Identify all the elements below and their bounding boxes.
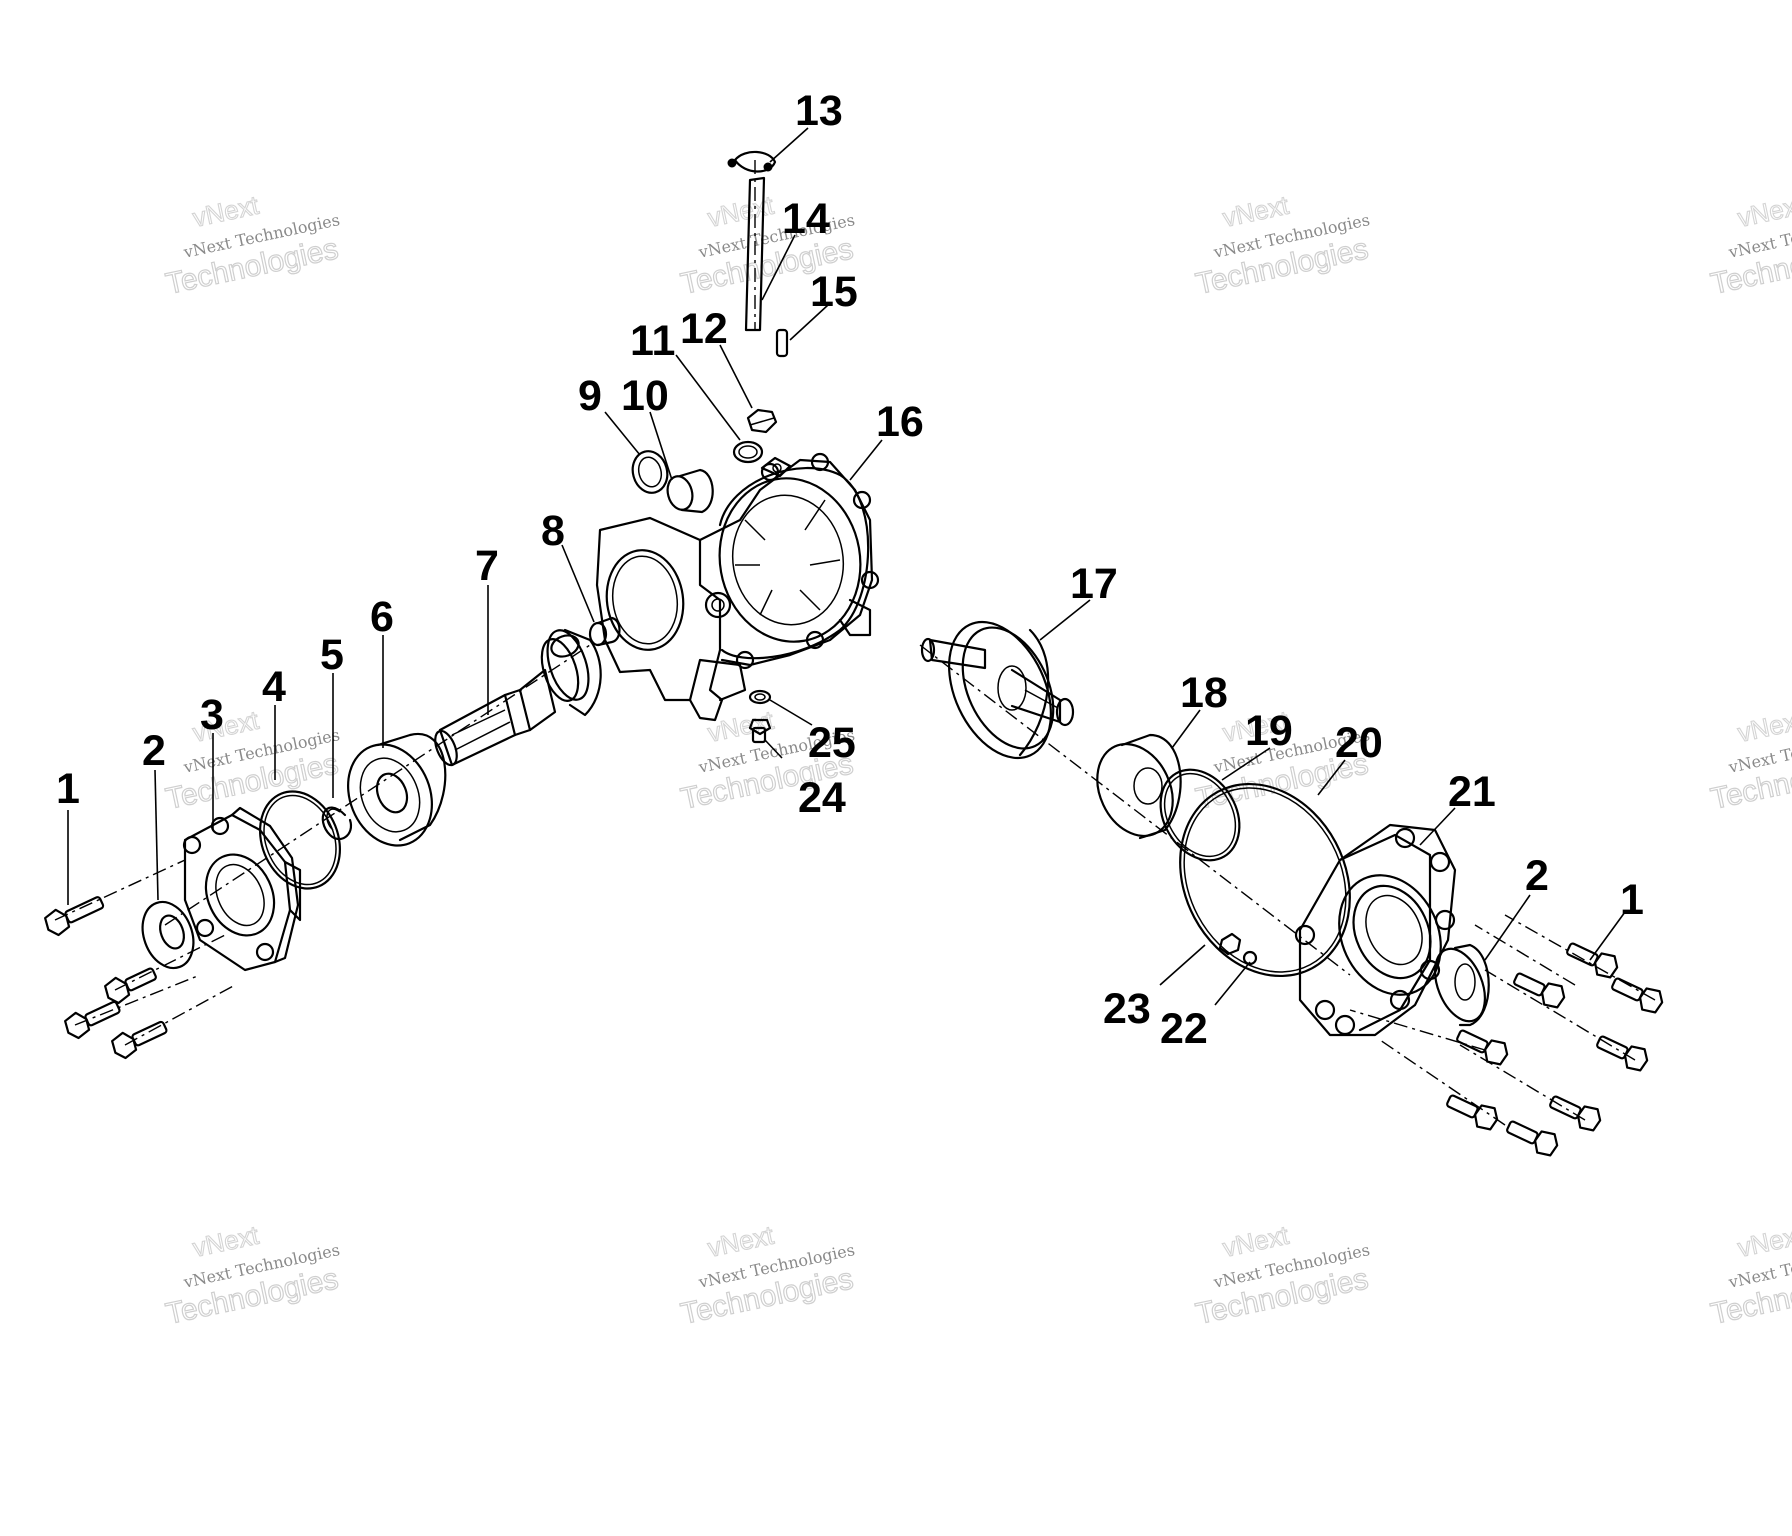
check-washer-25 (748, 689, 772, 705)
right-bolt-set (1446, 942, 1664, 1157)
leader-lines (67, 127, 1626, 1006)
left-oil-seal (141, 900, 195, 970)
breather-clamp (727, 150, 777, 173)
bushing-seal-9 (631, 450, 669, 494)
snap-ring (321, 806, 353, 841)
callout-2-right: 2 (1525, 852, 1549, 900)
assembly-centerlines (54, 160, 1656, 1126)
sealing-washer-11 (732, 440, 764, 464)
callout-1-right: 1 (1620, 876, 1644, 924)
svg-text:vNext: vNext (1735, 705, 1792, 748)
o-ring-20 (1179, 782, 1351, 978)
watermark: vNext vNext Technologies Technologies (1707, 704, 1792, 816)
bolt-icon (64, 1000, 121, 1040)
drain-plug-12 (746, 408, 778, 434)
bolt-icon (1596, 1035, 1649, 1072)
breather-hose (744, 176, 766, 332)
callout-22: 22 (1160, 1005, 1208, 1053)
svg-text:vNext: vNext (1220, 1220, 1292, 1263)
callout-23: 23 (1103, 985, 1151, 1033)
callout-19: 19 (1245, 707, 1293, 755)
svg-text:vNext: vNext (705, 1220, 777, 1263)
right-oil-seal (1434, 943, 1490, 1027)
callout-13: 13 (795, 87, 843, 135)
watermark: vNext vNext Technologies Technologies (1707, 189, 1792, 301)
callout-6: 6 (370, 593, 394, 641)
callout-10: 10 (621, 372, 669, 420)
callout-14: 14 (782, 195, 830, 243)
callout-20: 20 (1335, 719, 1383, 767)
bolt-icon (1456, 1029, 1509, 1066)
dowel-pin (588, 616, 621, 647)
bolt-icon (111, 1020, 168, 1060)
bolt-icon (1549, 1095, 1602, 1132)
gear-case-housing (595, 452, 880, 722)
left-bolt-set (44, 896, 168, 1060)
callout-15: 15 (810, 268, 858, 316)
right-end-cover (1294, 823, 1457, 1037)
watermark: vNext vNext Technologies Technologies (162, 189, 341, 301)
washer-22 (1242, 950, 1258, 966)
callout-16: 16 (876, 398, 924, 446)
watermark: vNext vNext Technologies Technologies (1707, 1219, 1792, 1331)
callout-2-left: 2 (142, 727, 166, 775)
callout-5: 5 (320, 631, 344, 679)
o-ring-19 (1159, 768, 1241, 862)
callout-11: 11 (630, 317, 675, 365)
callout-4: 4 (262, 663, 286, 711)
left-end-cover (182, 806, 302, 972)
bushing-10 (666, 468, 714, 514)
watermark: vNext vNext Technologies Technologies (1192, 189, 1371, 301)
svg-text:vNext: vNext (705, 190, 777, 233)
check-bolt-24 (748, 718, 772, 744)
bolt-icon (1611, 977, 1664, 1014)
callout-18: 18 (1180, 669, 1228, 717)
plug-23 (1218, 932, 1242, 956)
ring-gear-shaft (920, 620, 1075, 760)
svg-text:vNext: vNext (190, 1220, 262, 1263)
callout-24: 24 (798, 774, 846, 822)
watermark: vNext vNext Technologies Technologies (162, 704, 341, 816)
callout-9: 9 (578, 372, 602, 420)
svg-text:vNext: vNext (190, 190, 262, 233)
bolt-icon (1566, 942, 1619, 979)
bolt-icon (44, 896, 105, 937)
bolt-icon (1506, 1120, 1559, 1157)
callout-7: 7 (475, 542, 499, 590)
breather-pin (775, 328, 789, 358)
left-o-ring (258, 790, 342, 890)
callout-21: 21 (1448, 768, 1496, 816)
bolt-icon (1513, 972, 1566, 1009)
callout-8: 8 (541, 507, 565, 555)
callout-1-left: 1 (56, 765, 80, 813)
watermark: vNext vNext Technologies Technologies (677, 1219, 856, 1331)
left-ball-bearing (347, 732, 447, 847)
bolt-icon (1446, 1094, 1499, 1131)
svg-text:vNext: vNext (1220, 190, 1292, 233)
watermark-layer: vNext vNext Technologies Technologies vN… (162, 189, 1792, 1331)
pinion-shaft (434, 628, 602, 767)
watermark: vNext vNext Technologies Technologies (162, 1219, 341, 1331)
callout-12: 12 (680, 305, 728, 353)
svg-text:vNext: vNext (1735, 1220, 1792, 1263)
callout-17: 17 (1070, 560, 1118, 608)
watermark: vNext vNext Technologies Technologies (1192, 1219, 1371, 1331)
callout-labels: 1 2 3 4 5 6 7 8 9 10 11 12 13 14 15 16 1… (56, 87, 1644, 1053)
bolt-icon (104, 967, 157, 1005)
callout-3: 3 (200, 691, 224, 739)
callout-25: 25 (808, 719, 856, 767)
svg-text:vNext: vNext (1735, 190, 1792, 233)
